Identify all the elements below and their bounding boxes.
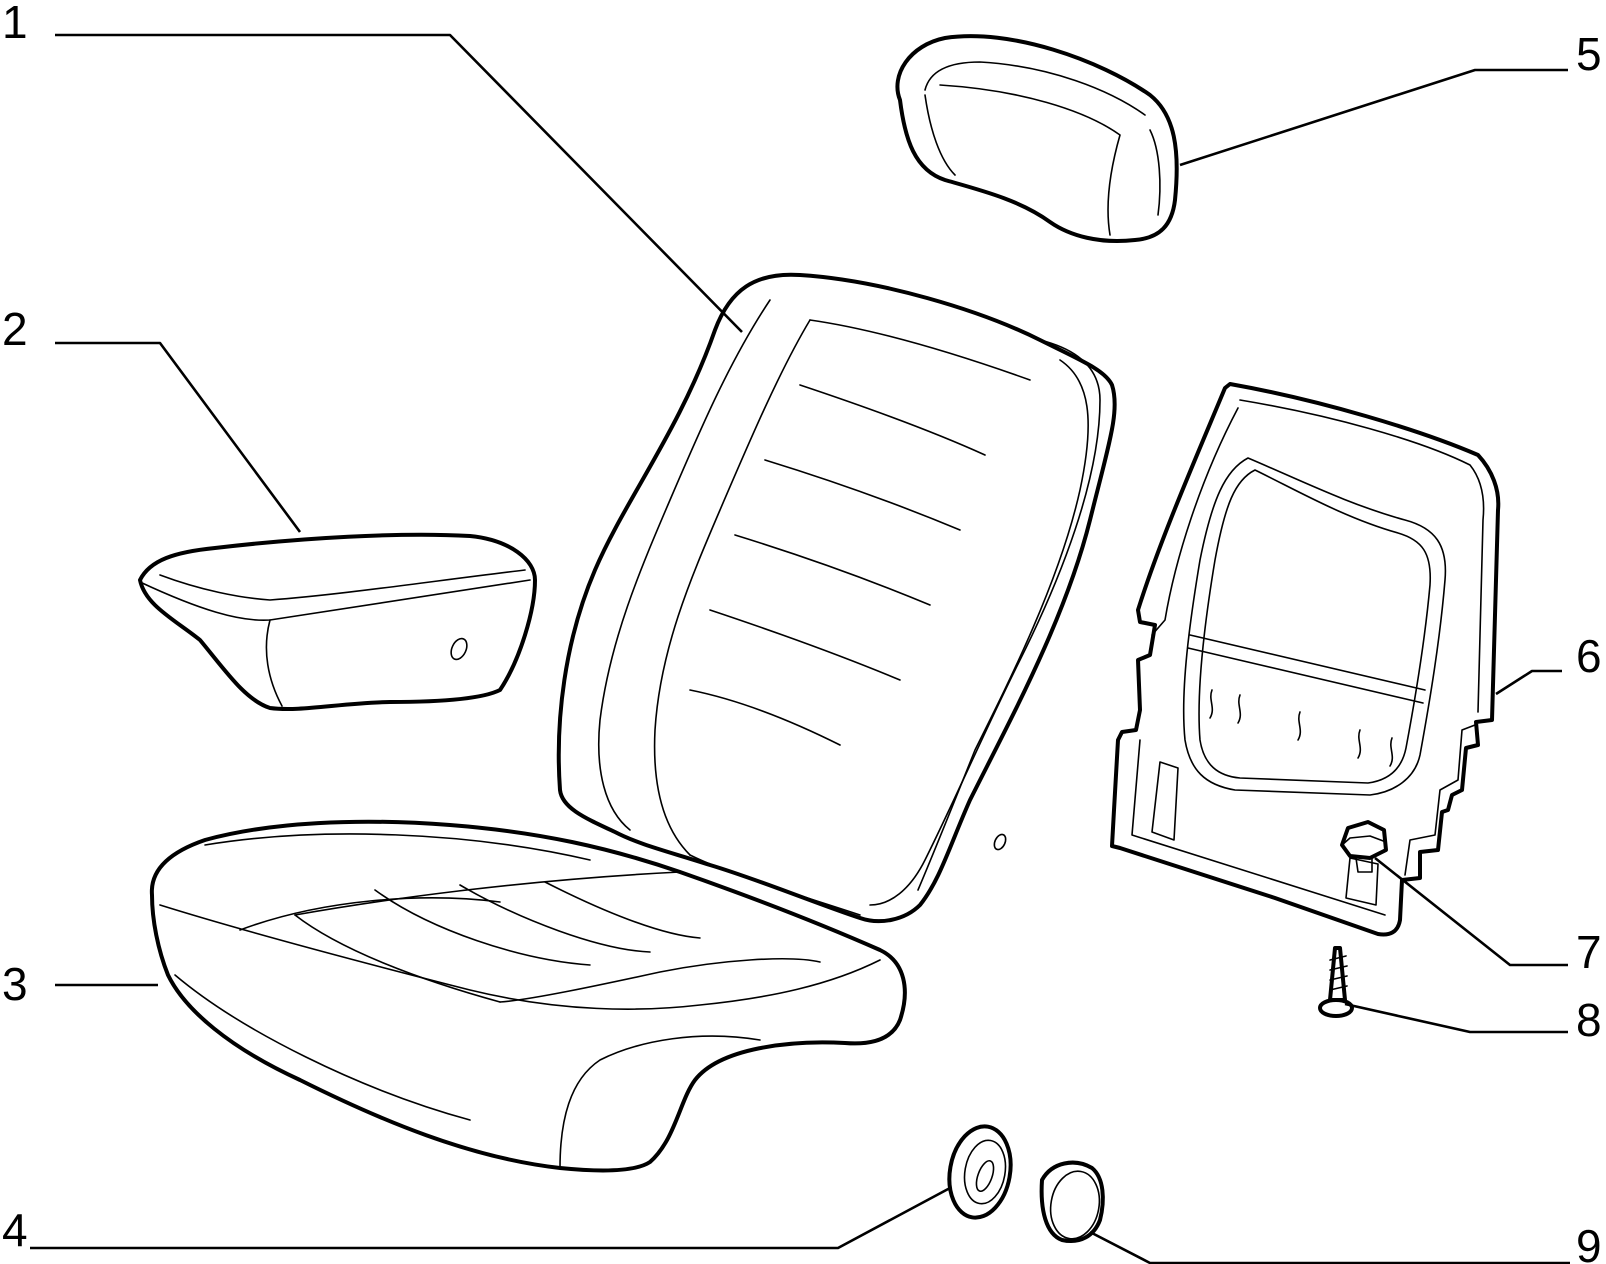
- callout-5: 5: [1576, 28, 1602, 80]
- callout-9: 9: [1576, 1220, 1602, 1264]
- leader-line-8: [1344, 1002, 1568, 1034]
- part-7-clip: [1340, 820, 1388, 873]
- callout-8: 8: [1576, 994, 1602, 1046]
- leader-line-2: [55, 341, 302, 533]
- callout-4: 4: [2, 1204, 28, 1256]
- part-9-cap: [1039, 1160, 1105, 1243]
- leader-line-9: [1089, 1230, 1570, 1264]
- leader-line-1: [55, 33, 743, 333]
- part-5-headrest: [895, 34, 1179, 244]
- part-4-ring: [947, 1124, 1013, 1220]
- callout-1: 1: [2, 0, 28, 48]
- leader-line-5: [1179, 68, 1568, 167]
- leader-line-4: [30, 1186, 951, 1250]
- part-6-rear-panel: [1110, 382, 1501, 937]
- callout-7: 7: [1576, 926, 1602, 978]
- callout-3: 3: [2, 958, 28, 1010]
- part-8-screw: [1318, 946, 1354, 1018]
- part-3-seat-cushion: [149, 819, 907, 1173]
- leader-line-6: [1495, 669, 1562, 696]
- leader-line-7: [1374, 856, 1568, 967]
- part-2-armrest: [138, 532, 537, 712]
- part-1-backrest: [556, 272, 1117, 924]
- callout-6: 6: [1576, 630, 1602, 682]
- callout-2: 2: [2, 303, 28, 355]
